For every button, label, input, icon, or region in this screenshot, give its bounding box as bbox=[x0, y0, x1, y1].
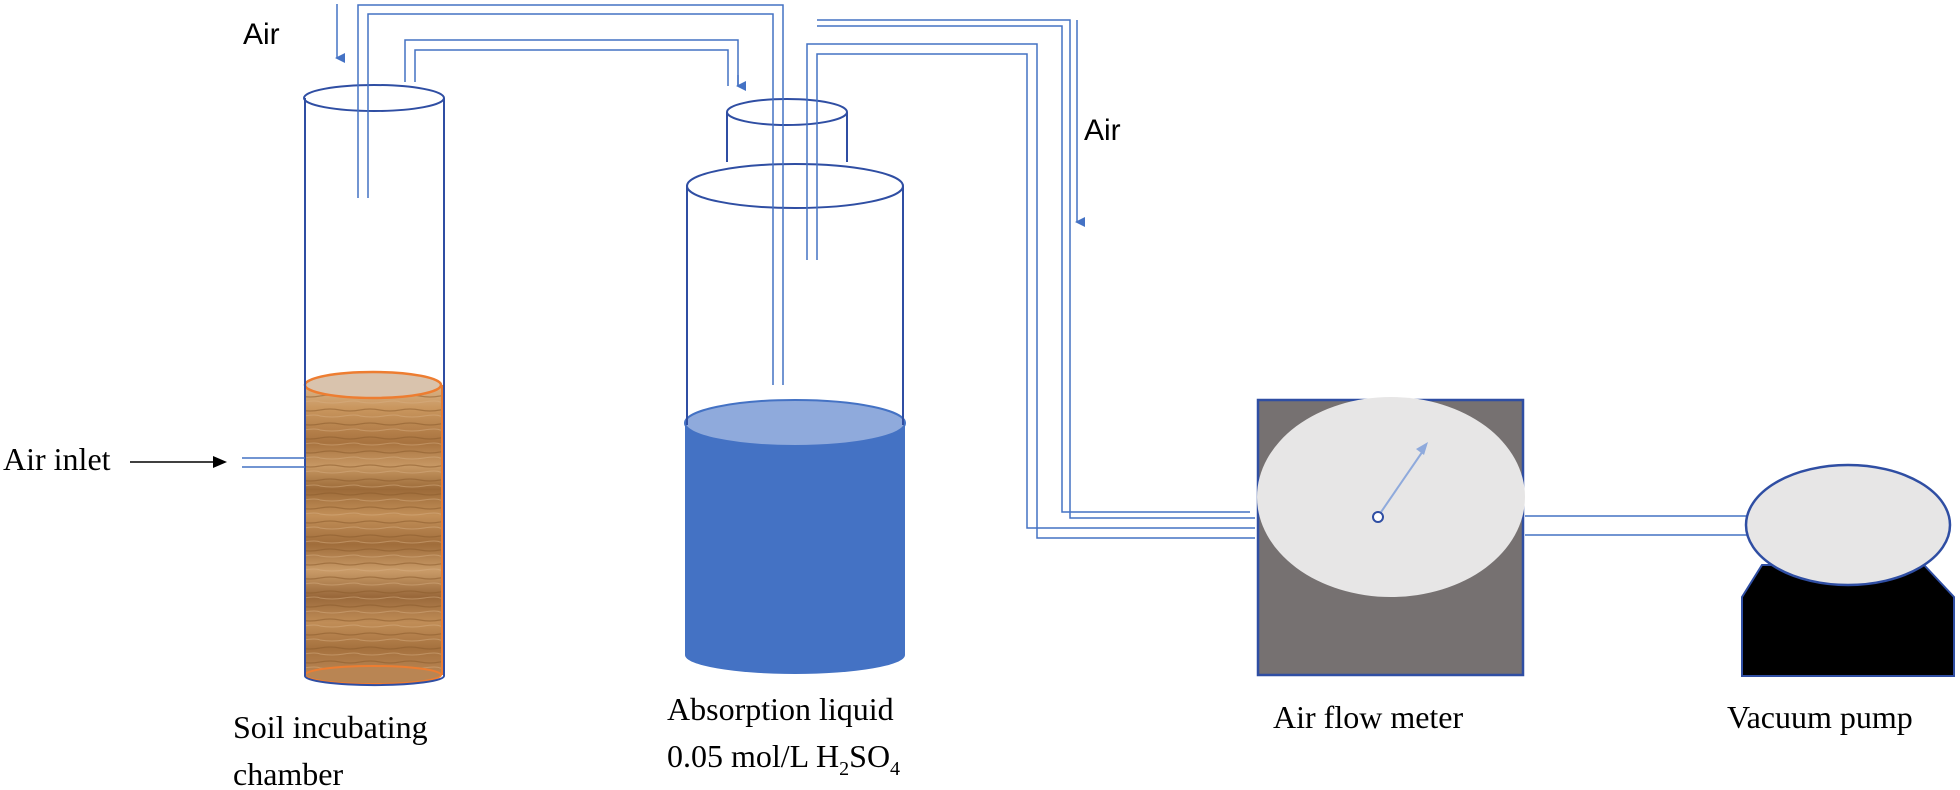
absorption-liquid bbox=[685, 423, 905, 655]
chamber-rim bbox=[303, 84, 445, 112]
air-label-right: Air bbox=[1084, 114, 1121, 147]
needle-pivot bbox=[1372, 511, 1384, 523]
air-inlet-label: Air inlet bbox=[3, 441, 111, 477]
tubing bbox=[242, 4, 1748, 539]
flow-meter-label: Air flow meter bbox=[1273, 699, 1464, 735]
absorption-bottle bbox=[684, 98, 906, 674]
air-arrows bbox=[335, 4, 1085, 227]
absorption-label-2: 0.05 mol/L H2SO4 bbox=[667, 738, 900, 780]
vacuum-pump bbox=[1741, 463, 1955, 677]
liquid-surface bbox=[684, 399, 906, 447]
pump-dome bbox=[1744, 463, 1952, 587]
soil-incubating-chamber bbox=[303, 84, 445, 687]
soil-chamber-label-2: chamber bbox=[233, 756, 344, 790]
soil-bottom bbox=[304, 665, 442, 685]
needle-arrow-icon bbox=[1378, 447, 1426, 516]
absorption-label-1: Absorption liquid bbox=[667, 691, 894, 727]
soil-streaks bbox=[305, 385, 442, 675]
soil-surface bbox=[303, 370, 443, 400]
bottle-rim bbox=[686, 163, 904, 209]
air-label-top: Air bbox=[243, 18, 280, 51]
pump-base bbox=[1741, 564, 1955, 677]
soil-chamber-label-1: Soil incubating bbox=[233, 709, 428, 745]
vacuum-pump-label: Vacuum pump bbox=[1727, 699, 1913, 735]
air-flow-meter bbox=[1256, 397, 1525, 677]
air-inlet-arrow bbox=[130, 456, 227, 468]
bottle-neck-rim bbox=[726, 98, 848, 126]
